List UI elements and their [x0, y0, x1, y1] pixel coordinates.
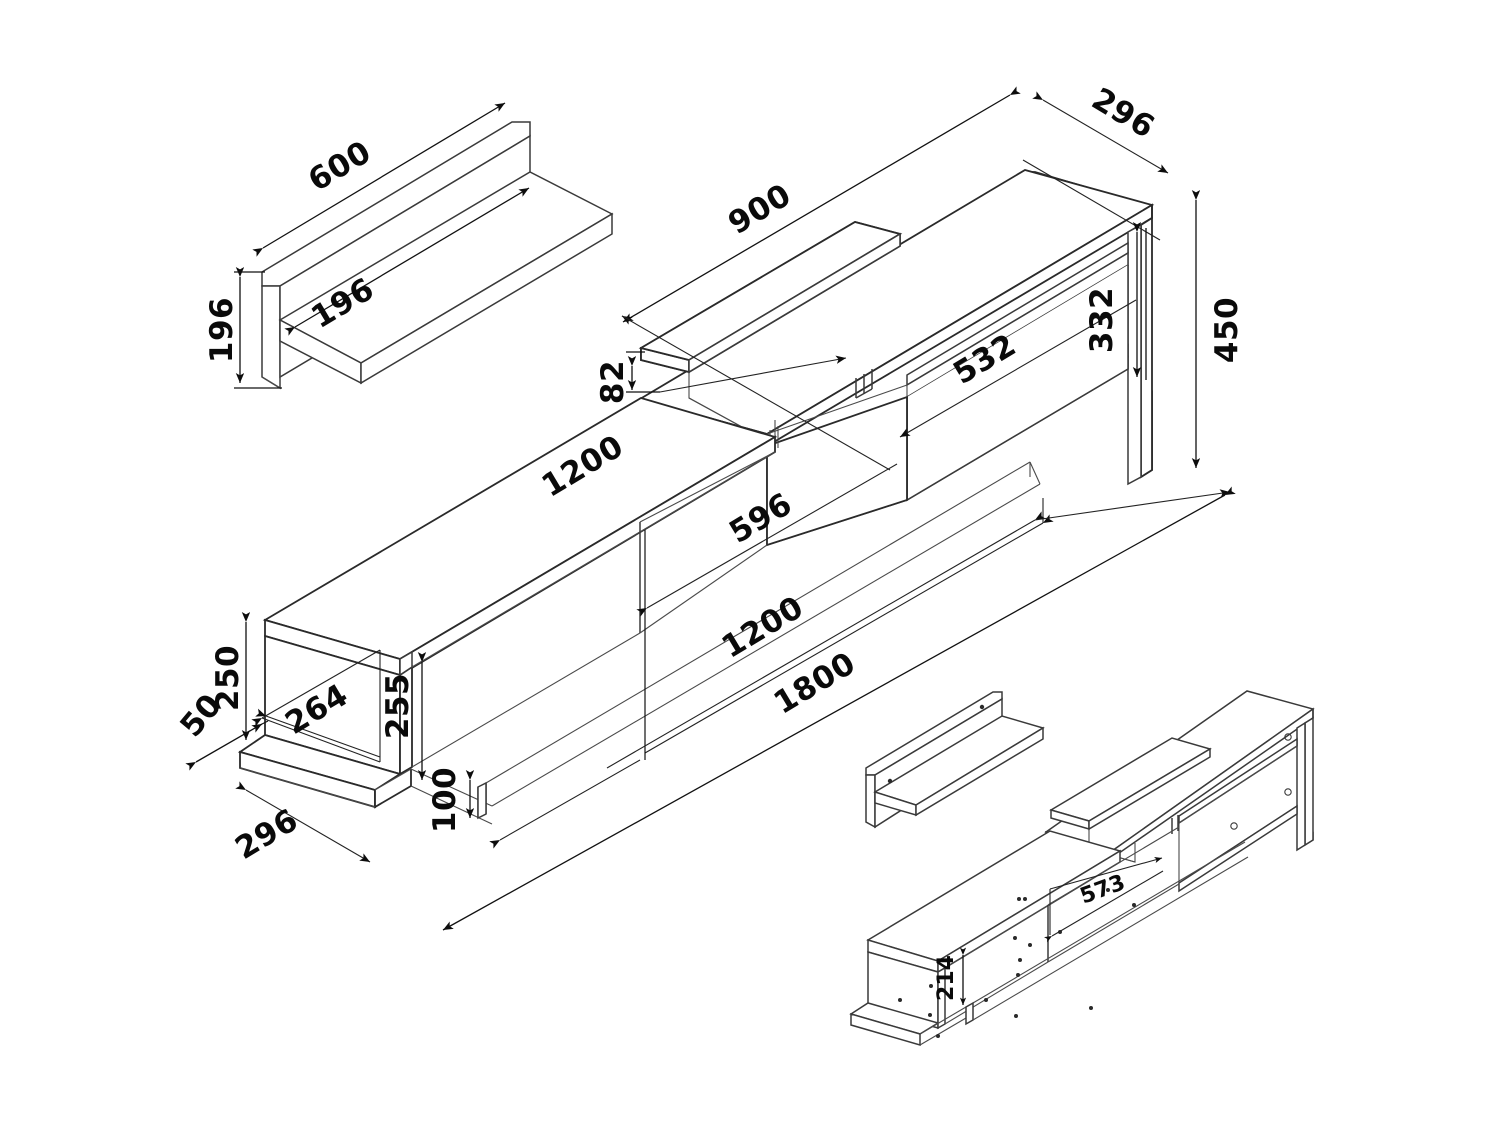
dim-label-82: 82	[595, 360, 631, 404]
detail-wall-shelf	[865, 691, 1045, 829]
dim-label-196-height: 196	[204, 297, 240, 363]
wall-shelf-dimensions	[234, 102, 530, 389]
dowel-hole	[1018, 958, 1022, 962]
dowel-hole	[1106, 888, 1110, 892]
dim-label-450: 450	[1209, 297, 1245, 363]
dim-label-255: 255	[380, 673, 416, 739]
dowel-hole	[979, 704, 985, 710]
dowel-hole	[1028, 943, 1032, 947]
dim-label-332: 332	[1084, 287, 1120, 353]
dim-label-100: 100	[427, 767, 463, 833]
dim-label-214: 214	[934, 955, 959, 1001]
dowel-hole	[928, 1013, 932, 1017]
dowel-hole	[1017, 897, 1021, 901]
dowel-hole	[1089, 1006, 1093, 1010]
dowel-hole	[936, 1034, 940, 1038]
dowel-hole	[1132, 903, 1136, 907]
dim-label-296-base: 296	[229, 802, 304, 867]
dowel-hole	[898, 998, 902, 1002]
dim-label-600: 600	[302, 134, 377, 199]
tv-unit-dimensions	[185, 86, 1236, 931]
dowel-hole	[887, 778, 893, 784]
dim-label-250: 250	[210, 645, 246, 711]
detail-tv-unit	[849, 690, 1315, 1046]
dowel-hole	[1013, 936, 1017, 940]
dowel-hole	[1284, 733, 1292, 741]
dowel-hole	[984, 998, 988, 1002]
assembly-detail-view	[849, 690, 1315, 1046]
dowel-hole	[929, 984, 933, 988]
dim-label-1800: 1800	[768, 645, 862, 721]
dowel-hole	[1230, 822, 1238, 830]
dowel-hole	[1023, 897, 1027, 901]
dowel-hole	[1284, 788, 1292, 796]
dowel-hole	[1016, 973, 1020, 977]
dim-label-1200-body: 1200	[716, 589, 810, 665]
dowel-hole	[1014, 1014, 1018, 1018]
dim-label-900: 900	[722, 177, 797, 242]
dim-label-296-top: 296	[1085, 81, 1160, 146]
